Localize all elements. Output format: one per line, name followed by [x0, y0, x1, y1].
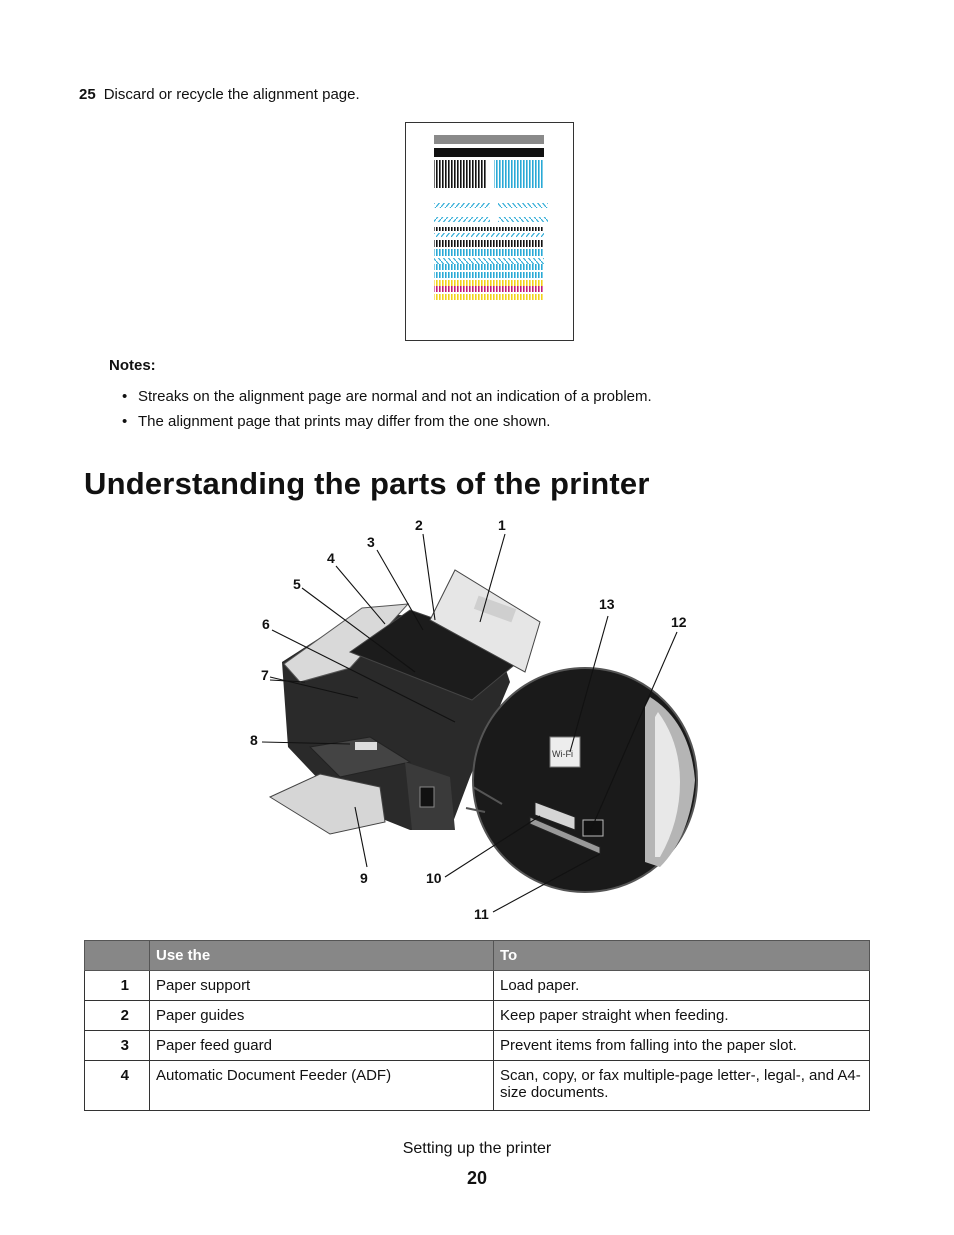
callout-10: 10 — [426, 870, 442, 886]
row-part: Automatic Document Feeder (ADF) — [149, 1060, 494, 1111]
note-item: The alignment page that prints may diffe… — [122, 413, 550, 430]
callout-7: 7 — [261, 667, 269, 683]
svg-text:Wi-Fi: Wi-Fi — [552, 749, 573, 759]
printer-illustration: Wi-Fi 1 2 3 4 5 6 7 8 — [250, 517, 698, 922]
page-number: 20 — [466, 1168, 488, 1188]
callout-5: 5 — [293, 576, 301, 592]
row-use: Scan, copy, or fax multiple-page letter-… — [493, 1060, 870, 1111]
row-number: 1 — [84, 970, 150, 1001]
alignment-page-image — [405, 122, 574, 341]
header-num — [84, 940, 150, 971]
row-number: 4 — [84, 1060, 150, 1111]
callout-11: 11 — [474, 906, 489, 922]
row-part: Paper support — [149, 970, 494, 1001]
step-25: 25 Discard or recycle the alignment page. — [79, 86, 360, 103]
row-use: Keep paper straight when feeding. — [493, 1000, 870, 1031]
table-row: 4 Automatic Document Feeder (ADF) Scan, … — [84, 1060, 870, 1111]
row-number: 2 — [84, 1000, 150, 1031]
row-part: Paper guides — [149, 1000, 494, 1031]
header-to: To — [493, 940, 870, 971]
callout-1: 1 — [498, 517, 506, 533]
parts-table: Use the To 1 Paper support Load paper. 2… — [84, 940, 870, 1111]
callout-2: 2 — [415, 517, 423, 533]
row-use: Load paper. — [493, 970, 870, 1001]
notes-heading: Notes: — [109, 357, 156, 374]
row-number: 3 — [84, 1030, 150, 1061]
callout-8: 8 — [250, 732, 258, 748]
callout-4: 4 — [327, 550, 335, 566]
callout-3: 3 — [367, 534, 375, 550]
row-part: Paper feed guard — [149, 1030, 494, 1061]
table-row: 3 Paper feed guard Prevent items from fa… — [84, 1030, 870, 1061]
callout-13: 13 — [599, 596, 615, 612]
header-use-the: Use the — [149, 940, 494, 971]
section-title: Understanding the parts of the printer — [84, 466, 650, 501]
callout-9: 9 — [360, 870, 368, 886]
step-text: Discard or recycle the alignment page. — [103, 86, 360, 103]
callout-6: 6 — [262, 616, 270, 632]
printer-parts-figure: Wi-Fi 1 2 3 4 5 6 7 8 — [240, 512, 720, 924]
table-row: 2 Paper guides Keep paper straight when … — [84, 1000, 870, 1031]
alignment-pattern — [434, 135, 548, 300]
row-use: Prevent items from falling into the pape… — [493, 1030, 870, 1061]
callout-12: 12 — [671, 614, 687, 630]
footer-title: Setting up the printer — [402, 1140, 552, 1157]
note-item: Streaks on the alignment page are normal… — [122, 388, 652, 405]
step-number: 25 — [79, 86, 96, 103]
table-row: 1 Paper support Load paper. — [84, 970, 870, 1001]
table-header-row: Use the To — [84, 940, 870, 971]
